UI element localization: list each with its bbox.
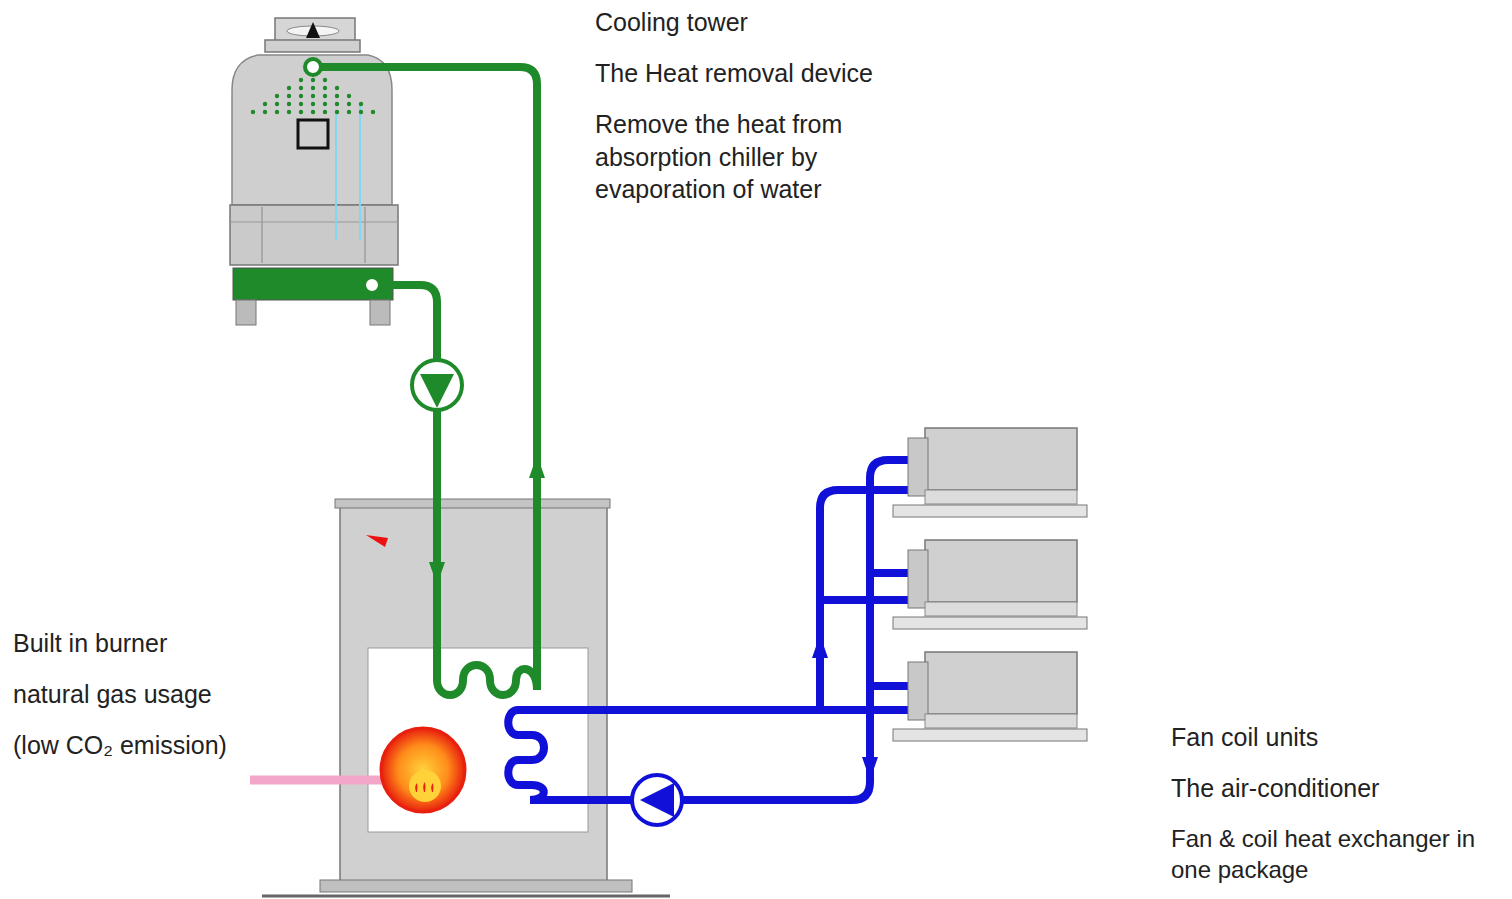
water-spray [323,86,327,90]
fan-coil-unit [893,540,1087,629]
absorption-chiller [250,499,670,896]
water-spray [311,86,315,90]
water-spray [275,110,279,114]
callout-text: Fan coil units [1171,721,1471,754]
water-spray [311,94,315,98]
callout-text: The air-conditioner [1171,772,1471,805]
callout-text: Cooling tower [595,6,895,39]
condenser-water-pipe [313,67,537,695]
pump-symbol [412,360,462,410]
water-spray [335,102,339,106]
pump-symbol [632,775,682,825]
water-spray [323,78,327,82]
water-spray [299,78,303,82]
water-spray [251,110,255,114]
callout-text: The Heat removal device [595,57,915,90]
callout-text: Fan & coil heat exchanger in one package [1171,823,1507,885]
water-spray [311,102,315,106]
water-spray [347,102,351,106]
water-spray [335,86,339,90]
water-spray [323,94,327,98]
callout-text: Remove the heat from absorption chiller … [595,108,880,206]
water-spray [287,110,291,114]
water-spray [323,102,327,106]
fan-coil-unit [893,652,1087,741]
water-spray [335,94,339,98]
water-spray [299,110,303,114]
water-spray [275,94,279,98]
water-spray [275,102,279,106]
water-spray [263,110,267,114]
water-spray [347,94,351,98]
water-spray [335,110,339,114]
water-spray [359,102,363,106]
chilled-water-pipe [508,460,910,800]
water-spray [299,102,303,106]
callout-text: natural gas usage [13,678,243,711]
water-spray [287,86,291,90]
callout-text: (low CO₂ emission) [13,729,253,762]
water-spray [359,110,363,114]
fan-coil-unit [893,428,1087,517]
water-spray [299,86,303,90]
water-spray [287,94,291,98]
fan-coil-units [893,428,1087,741]
water-spray [347,110,351,114]
water-spray [287,102,291,106]
water-spray [299,94,303,98]
water-spray [323,110,327,114]
callout-text: Built in burner [13,627,243,660]
water-spray [311,78,315,82]
water-spray [371,110,375,114]
water-spray [311,110,315,114]
water-spray [263,102,267,106]
